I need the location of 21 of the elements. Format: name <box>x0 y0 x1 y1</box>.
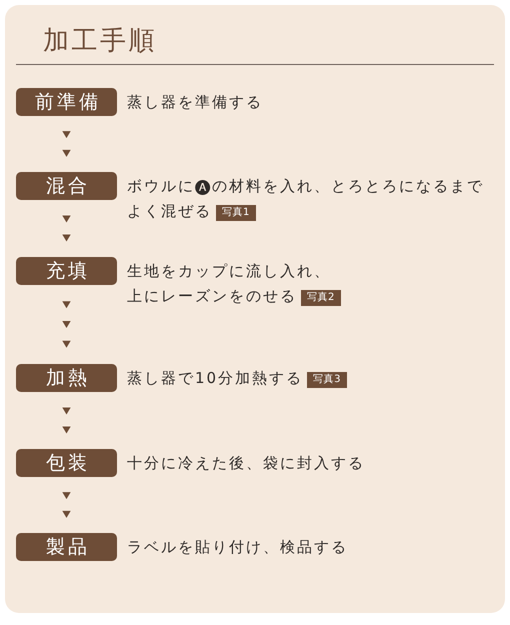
photo-tag: 写真2 <box>301 290 341 306</box>
step-description: 蒸し器で10分加熱する 写真3 <box>127 366 347 390</box>
arrow <box>62 301 71 348</box>
step-box: 混合 <box>16 172 117 200</box>
title: 加工手順 <box>43 25 157 58</box>
arrow <box>62 492 71 518</box>
step-box: 前準備 <box>16 88 117 116</box>
step-box: 包装 <box>16 449 117 477</box>
step-box: 製品 <box>16 533 117 561</box>
arrow <box>62 216 71 242</box>
photo-tag: 写真1 <box>216 204 256 220</box>
step-box: 加熱 <box>16 364 117 392</box>
step-description: 十分に冷えた後、袋に封入する <box>127 452 365 474</box>
step-description: ラベルを貼り付け、検品する <box>127 536 348 558</box>
step-description: 蒸し器を準備する <box>127 92 263 112</box>
step-box: 充填 <box>16 257 117 285</box>
arrow <box>62 131 71 157</box>
step-description: ボウルに🅐の材料を入れ、とろとろになるまでよく混ぜる 写真1 <box>127 176 485 222</box>
photo-tag: 写真3 <box>307 372 347 388</box>
arrow <box>62 408 71 434</box>
step-description: 生地をカップに流し入れ、上にレーズンをのせる 写真2 <box>127 258 353 308</box>
